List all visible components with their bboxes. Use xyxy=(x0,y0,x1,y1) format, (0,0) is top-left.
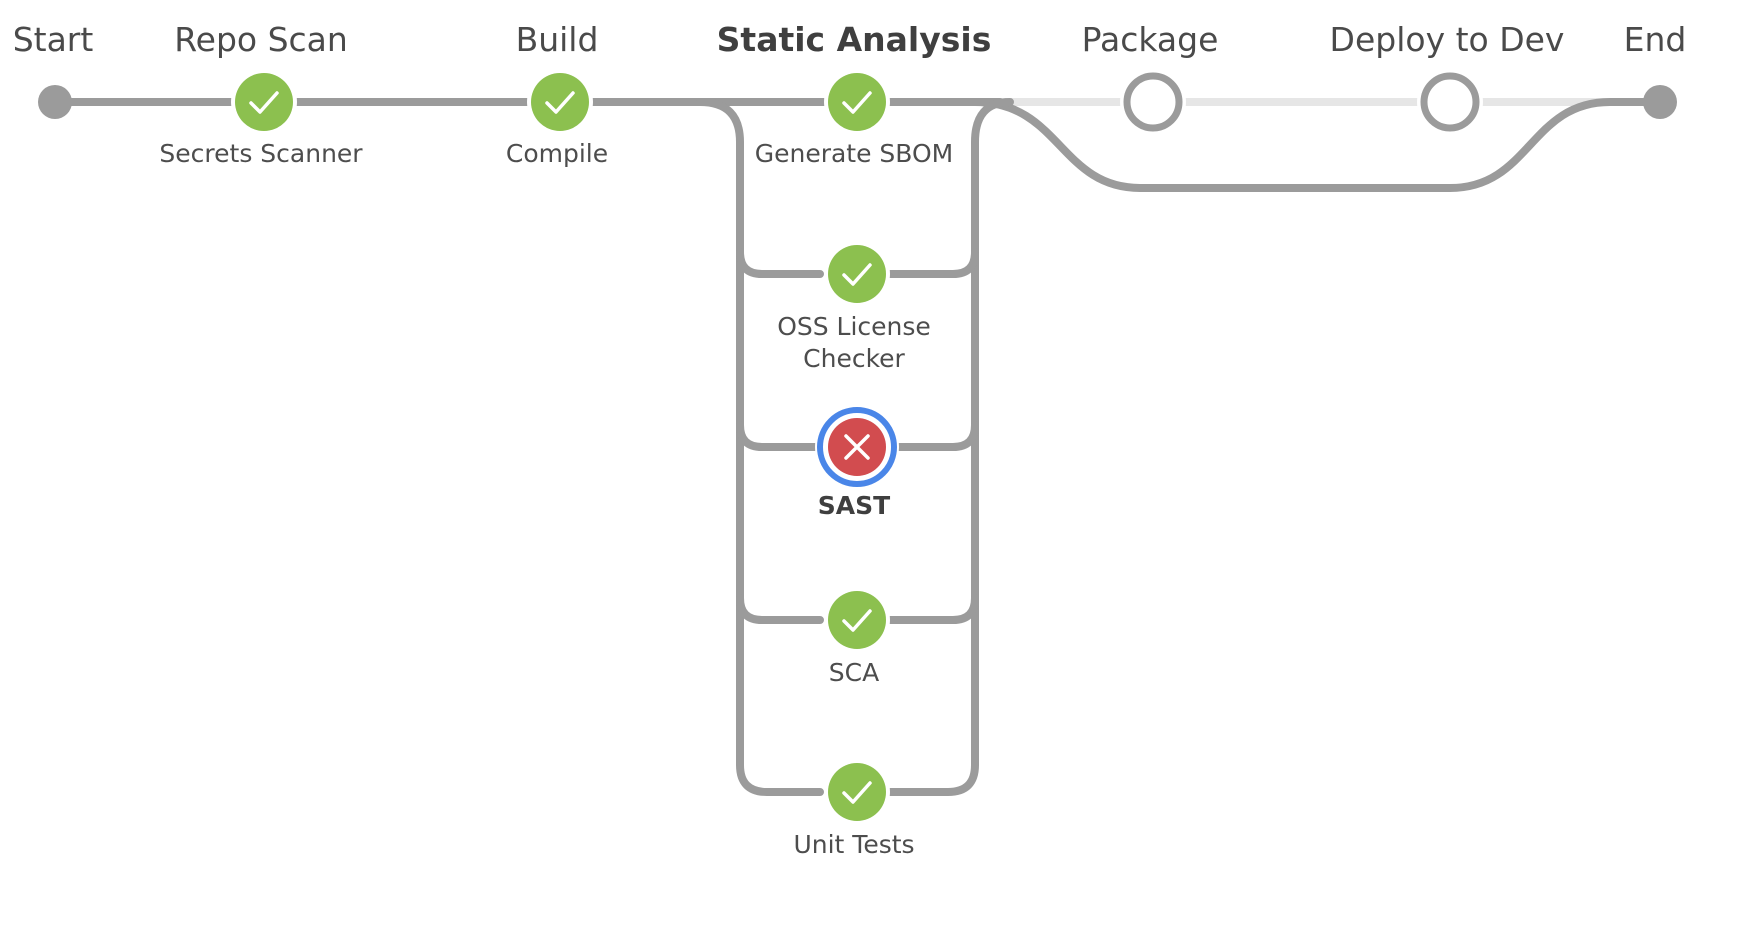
stage-title-start: Start xyxy=(12,20,94,59)
package-node[interactable] xyxy=(1120,69,1186,135)
empty-circle-icon xyxy=(1420,72,1480,132)
bypass-connector xyxy=(971,98,1664,192)
step-label-compile[interactable]: Compile xyxy=(505,139,609,168)
stage-title-static-analysis[interactable]: Static Analysis xyxy=(716,20,992,59)
success-status-icon xyxy=(828,591,886,649)
step-label-unit-tests[interactable]: Unit Tests xyxy=(793,830,915,859)
unit-tests-node[interactable] xyxy=(824,759,890,825)
success-status-icon xyxy=(531,73,589,131)
check-icon xyxy=(842,263,872,286)
oss-license-checker-node[interactable] xyxy=(824,241,890,307)
step-label-line: Checker xyxy=(803,344,905,373)
deploy-to-dev-node[interactable] xyxy=(1417,69,1483,135)
sca-node[interactable] xyxy=(824,587,890,653)
stage-title-repo-scan[interactable]: Repo Scan xyxy=(174,20,348,59)
check-icon xyxy=(842,91,872,114)
start-node xyxy=(38,85,72,119)
step-label-oss-license-checker[interactable]: OSS License Checker xyxy=(724,311,984,375)
success-status-icon xyxy=(828,763,886,821)
step-label-sast[interactable]: SAST xyxy=(817,491,891,520)
step-label-sca[interactable]: SCA xyxy=(828,658,880,687)
stage-title-end: End xyxy=(1623,20,1687,59)
success-status-icon xyxy=(828,245,886,303)
cross-icon xyxy=(844,434,870,460)
check-icon xyxy=(842,609,872,632)
check-icon xyxy=(842,781,872,804)
stage-title-deploy-to-dev[interactable]: Deploy to Dev xyxy=(1329,20,1565,59)
step-label-secrets-scanner[interactable]: Secrets Scanner xyxy=(159,139,363,168)
check-icon xyxy=(545,91,575,114)
compile-node[interactable] xyxy=(527,69,593,135)
check-icon xyxy=(249,91,279,114)
empty-circle-icon xyxy=(1123,72,1183,132)
secrets-scanner-node[interactable] xyxy=(231,69,297,135)
selected-ring xyxy=(817,407,897,487)
step-label-line: OSS License xyxy=(777,312,931,341)
stage-title-package[interactable]: Package xyxy=(1081,20,1219,59)
generate-sbom-node[interactable] xyxy=(824,69,890,135)
step-label-generate-sbom[interactable]: Generate SBOM xyxy=(754,139,954,168)
success-status-icon xyxy=(235,73,293,131)
parallel-branches xyxy=(696,98,1014,796)
end-node xyxy=(1643,85,1677,119)
success-status-icon xyxy=(828,73,886,131)
sast-node[interactable] xyxy=(815,405,899,489)
stage-title-build[interactable]: Build xyxy=(515,20,599,59)
